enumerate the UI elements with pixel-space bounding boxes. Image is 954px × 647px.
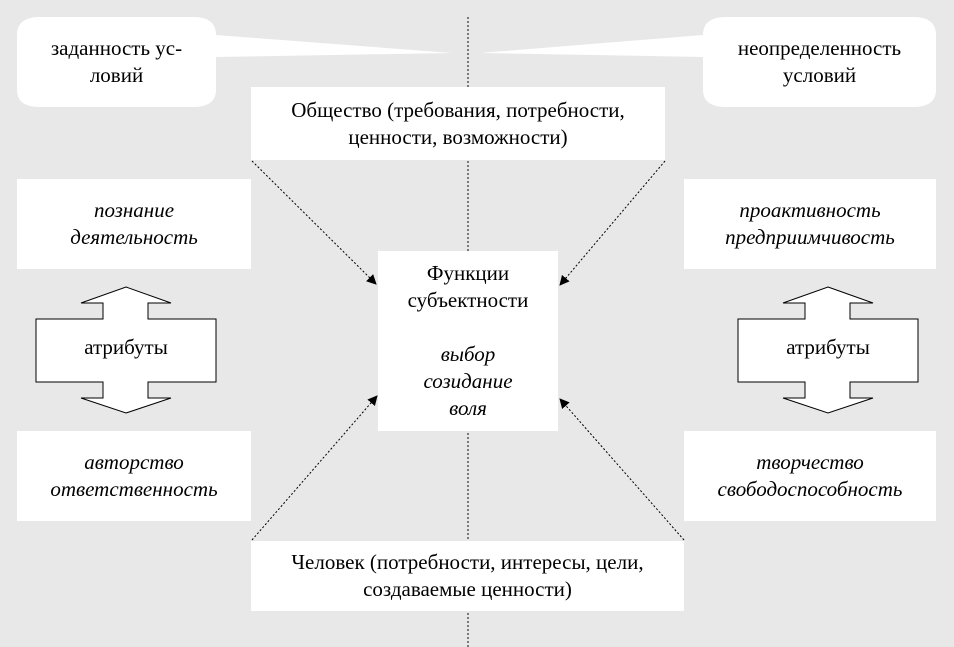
callout-left-line: ловий — [89, 63, 144, 87]
human-box: Человек (потребности, интересы, цели, со… — [251, 541, 684, 611]
callout-right-shape — [480, 17, 936, 107]
center-title-line: Функции — [426, 261, 510, 285]
right-top-box: проактивность предприимчивость — [684, 179, 936, 269]
arrow-human-to-center-right — [559, 398, 685, 541]
left-top-line: познание — [93, 198, 175, 222]
callout-right-line: условий — [782, 63, 857, 87]
left-top-line: деятельность — [70, 225, 198, 249]
right-bottom-line: творчество — [756, 450, 864, 474]
right-top-line: предприимчивость — [725, 225, 895, 249]
callout-left-line: заданность ус- — [50, 36, 183, 60]
left-bottom-line: авторство — [84, 450, 184, 474]
right-bottom-box: творчество свободоспособность — [684, 431, 936, 521]
arrow-human-to-center-left — [251, 395, 378, 541]
left-bottom-line: ответственность — [50, 477, 218, 501]
right-bottom-line: свободоспособность — [717, 477, 903, 501]
arrow-society-to-center-left — [251, 160, 377, 285]
society-box: Общество (требования, потребности, ценно… — [251, 87, 665, 160]
right-double-arrow — [737, 286, 919, 414]
arrow-society-to-center-right — [559, 160, 666, 286]
left-arrow-label: атрибуты — [84, 335, 168, 359]
right-top-line: проактивность — [739, 198, 881, 222]
right-arrow-label: атрибуты — [786, 335, 870, 359]
callout-left: заданность ус- ловий — [17, 30, 216, 94]
society-line: ценности, возможности) — [348, 124, 568, 149]
left-top-box: познание деятельность — [17, 179, 251, 269]
center-item: воля — [449, 396, 487, 420]
callout-left-shape — [17, 17, 452, 107]
center-box: Функции субъектности выбор созидание вол… — [378, 251, 558, 431]
callout-right-line: неопределенность — [737, 36, 902, 60]
center-item: выбор — [440, 342, 496, 366]
center-item: созидание — [423, 369, 513, 393]
society-line: Общество (требования, потребности, — [291, 97, 625, 122]
center-title-line: субъектности — [407, 288, 529, 312]
left-double-arrow — [35, 286, 217, 414]
human-line: Человек (потребности, интересы, цели, — [291, 550, 644, 574]
left-bottom-box: авторство ответственность — [17, 431, 251, 521]
human-line: создаваемые ценности) — [363, 577, 572, 601]
callout-right: неопределенность условий — [703, 30, 936, 94]
